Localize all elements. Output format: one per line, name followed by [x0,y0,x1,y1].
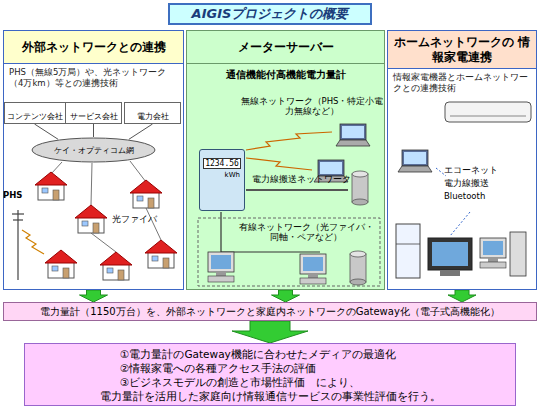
network-link [35,124,59,139]
home-network-panel: ホームネットワークの 情報家電連携情報家電機器とホームネットワークとの連携技術 [387,30,537,290]
node-subtext: 通信機能付高機能電力量計 [187,64,384,86]
block-arrow [272,290,300,302]
network-link [93,124,94,137]
node-text: 電力会社 [137,112,169,122]
node-text: ①電力量計のGateway機能に合わせたメディアの最適化 [25,347,515,361]
node-text: 1234.56 [203,158,241,169]
network-label: 無線ネットワーク（PHS・特定小電力無線など） [240,96,384,116]
company-box: 電力会社 [124,102,181,124]
network-label: 光ファイバ [112,214,174,224]
node-text: ホームネットワークの 情報家電連携 [388,31,536,69]
node-text: サービス会社 [70,112,118,122]
external-network-panel: 外部ネットワークとの連携PHS（無線5万局）や、光ネットワーク（4万km）等との… [3,30,184,290]
diagram-title: AIGISプロジェクトの概要 [168,3,372,25]
network-label: PHS [3,190,33,200]
node-text: 外部ネットワークとの連携 [4,31,183,64]
block-arrow [80,290,108,302]
conclusion-box: ①電力量計のGateway機能に合わせたメディアの最適化②情報家電への各種アクセ… [24,343,516,406]
network-label: エコーネット [444,165,534,175]
company-box: サービス会社 [65,102,122,124]
network-link [129,124,153,139]
network-label: 有線ネットワーク（光ファイバ・同軸・ペアなど） [236,222,376,242]
node-subtext: PHS（無線5万局）や、光ネットワーク（4万km）等との連携技術 [4,64,183,91]
node-text: メーターサーバー [187,31,384,64]
network-label: Bluetooth [444,191,534,201]
node-text: コンテンツ会社 [7,112,63,122]
electric-meter: 1234.56 kWh [199,149,245,211]
network-ellipse: ケイ・オプティコム網 [31,137,156,163]
network-label: 電力線搬送 [444,178,534,188]
node-text: ケイ・オプティコム網 [54,145,134,156]
node-text: 電力量計（1150万台）を、外部ネットワークと家庭内ネットワークのGateway… [40,305,500,319]
gateway-box: 電力量計（1150万台）を、外部ネットワークと家庭内ネットワークのGateway… [3,302,537,321]
block-arrow [232,321,308,343]
node-subtext: 電力量計を活用した家庭向け情報通信サービスの事業性評価を行う。 [25,389,515,404]
node-subtext: 情報家電機器とホームネットワークとの連携技術 [388,69,536,96]
node-subtext: kWh [200,171,244,179]
company-box: コンテンツ会社 [4,102,66,124]
network-label: 電力線搬送ネットワーク [252,174,352,184]
node-subtext: ③ビジネスモデルの創造と市場性評価 により、 [25,375,515,389]
block-arrow [448,290,476,302]
node-subtext: ②情報家電への各種アクセス手法の評価 [25,361,515,375]
meter-server-panel: メーターサーバー通信機能付高機能電力量計 1234.56 kWh [186,30,385,290]
